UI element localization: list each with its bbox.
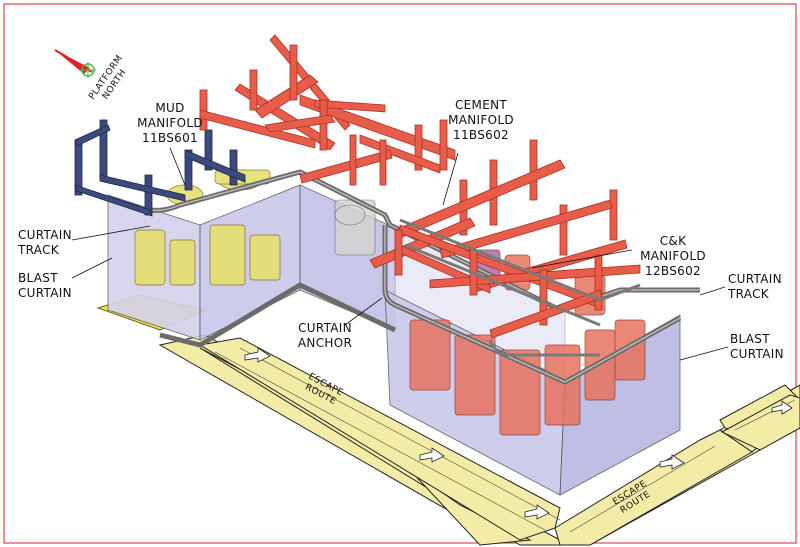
- curtain-track-left-line-2: TRACK: [18, 243, 59, 257]
- blast-curtain-right-line-1: BLAST: [730, 332, 770, 346]
- cement-manifold-label: CEMENT MANIFOLD 11BS602: [438, 98, 524, 143]
- blast-curtain-left-line-1: BLAST: [18, 271, 58, 285]
- mud-manifold-line-1: MUD: [155, 101, 185, 115]
- cement-track-beam: [399, 218, 641, 357]
- cement-manifold-line-1: CEMENT: [454, 98, 507, 112]
- blue-steel-frame: [74, 119, 246, 217]
- blast-curtain-right-line-2: CURTAIN: [730, 347, 784, 361]
- blast-curtain-left-label: BLAST CURTAIN: [18, 271, 72, 301]
- north-arrow-icon: [54, 49, 96, 78]
- curtain-anchor-line-1: CURTAIN: [298, 321, 352, 335]
- curtain-track-right-line-2: TRACK: [728, 287, 769, 301]
- curtain-track-left-line-1: CURTAIN: [18, 228, 72, 242]
- curtain-anchor-label: CURTAIN ANCHOR: [290, 321, 360, 351]
- cement-manifold-line-2: MANIFOLD: [448, 113, 514, 127]
- ck-manifold-equipment: [409, 249, 646, 436]
- ck-manifold-line-1: C&K: [659, 234, 687, 248]
- curtain-track-left-label: CURTAIN TRACK: [18, 228, 72, 258]
- leader-lines: [71, 147, 729, 361]
- curtain-anchor-line-2: ANCHOR: [297, 336, 353, 350]
- curtain-track-right-line-1: CURTAIN: [728, 272, 782, 286]
- escape-route-lines: [214, 347, 796, 533]
- blast-curtain-left-line-2: CURTAIN: [18, 286, 72, 300]
- ck-manifold-line-2: MANIFOLD: [640, 249, 706, 263]
- mud-manifold-line-3: 11BS601: [142, 131, 198, 145]
- cement-manifold-equipment: [334, 199, 376, 256]
- mud-manifold-label: MUD MANIFOLD 11BS601: [130, 101, 210, 146]
- blast-curtain-right-label: BLAST CURTAIN: [730, 332, 784, 362]
- mud-manifold-line-2: MANIFOLD: [137, 116, 203, 130]
- ck-manifold-line-3: 12BS602: [645, 264, 701, 278]
- drawing-border: [3, 3, 797, 544]
- curtain-track-right-label: CURTAIN TRACK: [728, 272, 782, 302]
- red-steel-frame: [199, 34, 641, 339]
- cement-manifold-line-3: 11BS602: [453, 128, 509, 142]
- escape-route-arrows: [244, 347, 793, 520]
- ck-manifold-label: C&K MANIFOLD 12BS602: [632, 234, 714, 279]
